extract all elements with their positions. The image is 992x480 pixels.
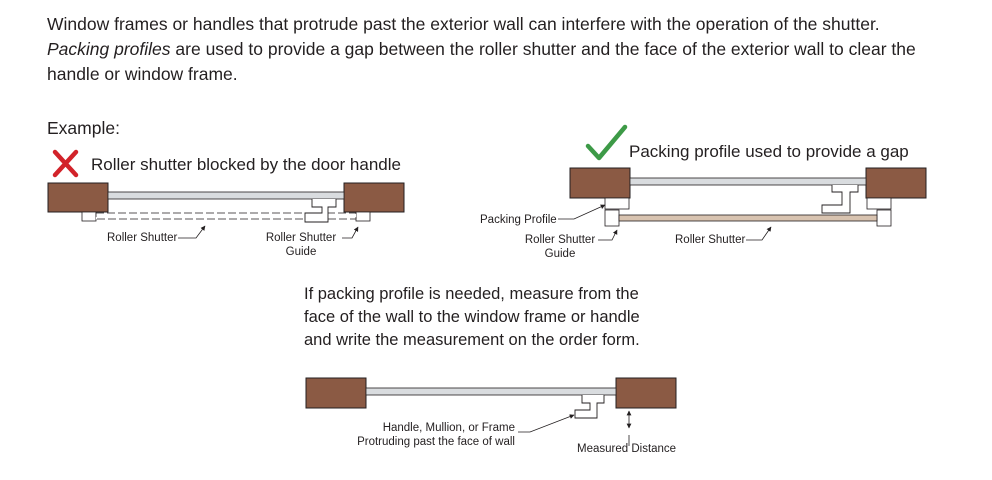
packing-handle bbox=[821, 185, 859, 214]
packing-rail bbox=[629, 177, 867, 186]
packing-profile-left bbox=[604, 197, 630, 210]
measure-diagram bbox=[305, 377, 677, 446]
packing-leader-guide bbox=[598, 229, 618, 241]
intro-line-3: handle or window frame. bbox=[47, 64, 238, 84]
measure-label-handle: Handle, Mullion, or Frame Protruding pas… bbox=[352, 421, 515, 449]
packing-guide-left bbox=[604, 209, 620, 227]
measure-wall-right bbox=[615, 377, 677, 409]
measure-label-handle-line1: Handle, Mullion, or Frame bbox=[382, 422, 515, 434]
packing-label-guide: Roller Shutter Guide bbox=[517, 233, 603, 261]
blocked-leader-guide bbox=[342, 226, 359, 239]
blocked-rail bbox=[107, 191, 345, 200]
packing-label-guide-line2: Guide bbox=[544, 248, 576, 260]
blocked-label-guide: Roller Shutter Guide bbox=[258, 231, 344, 259]
blocked-diagram bbox=[47, 182, 405, 239]
packing-shutter bbox=[618, 214, 878, 222]
blocked-handle bbox=[304, 199, 337, 223]
blocked-label-roller-shutter: Roller Shutter bbox=[107, 232, 178, 244]
measure-label-distance: Measured Distance bbox=[577, 443, 677, 455]
example-label: Example: bbox=[47, 118, 120, 138]
cross-icon bbox=[52, 149, 79, 178]
packing-caption: Packing profile used to provide a gap bbox=[629, 142, 909, 161]
intro-paragraph: Window frames or handles that protrude p… bbox=[47, 12, 967, 87]
blocked-wall-left bbox=[47, 182, 109, 213]
intro-line-1: Window frames or handles that protrude p… bbox=[47, 14, 880, 34]
measure-wall-left bbox=[305, 377, 367, 409]
packing-label-roller-shutter: Roller Shutter bbox=[675, 234, 746, 246]
instructions-line-1: If packing profile is needed, measure fr… bbox=[304, 285, 639, 303]
blocked-label-guide-line1: Roller Shutter bbox=[265, 232, 337, 244]
packing-wall-left bbox=[569, 167, 631, 199]
measure-label-handle-line2: Protruding past the face of wall bbox=[357, 436, 515, 448]
packing-leader-profile bbox=[558, 204, 606, 220]
instructions-line-3: and write the measurement on the order f… bbox=[304, 331, 640, 349]
blocked-leader-shutter bbox=[178, 225, 206, 239]
instructions-line-2: face of the wall to the window frame or … bbox=[304, 308, 640, 326]
packing-leader-shutter bbox=[746, 226, 772, 241]
blocked-guide-left bbox=[81, 211, 97, 222]
instructions-paragraph: If packing profile is needed, measure fr… bbox=[304, 283, 684, 352]
packing-label-packing-profile: Packing Profile bbox=[480, 214, 557, 226]
blocked-guide-right bbox=[355, 211, 371, 222]
measure-rail bbox=[365, 387, 617, 396]
packing-wall-right bbox=[865, 167, 927, 199]
blocked-caption: Roller shutter blocked by the door handl… bbox=[91, 155, 401, 174]
packing-diagram bbox=[558, 167, 927, 241]
blocked-wall-right bbox=[343, 182, 405, 213]
packing-label-guide-line1: Roller Shutter bbox=[524, 234, 596, 246]
measure-leader-handle bbox=[518, 414, 575, 433]
measure-handle bbox=[574, 395, 605, 419]
intro-line-2: are used to provide a gap between the ro… bbox=[170, 39, 916, 59]
check-icon bbox=[585, 124, 628, 161]
blocked-shutter-dashed bbox=[95, 212, 357, 220]
packing-guide-right bbox=[876, 209, 892, 227]
packing-profile-right bbox=[866, 197, 892, 210]
blocked-label-guide-line2: Guide bbox=[285, 246, 317, 258]
intro-italic-term: Packing profiles bbox=[47, 39, 171, 59]
